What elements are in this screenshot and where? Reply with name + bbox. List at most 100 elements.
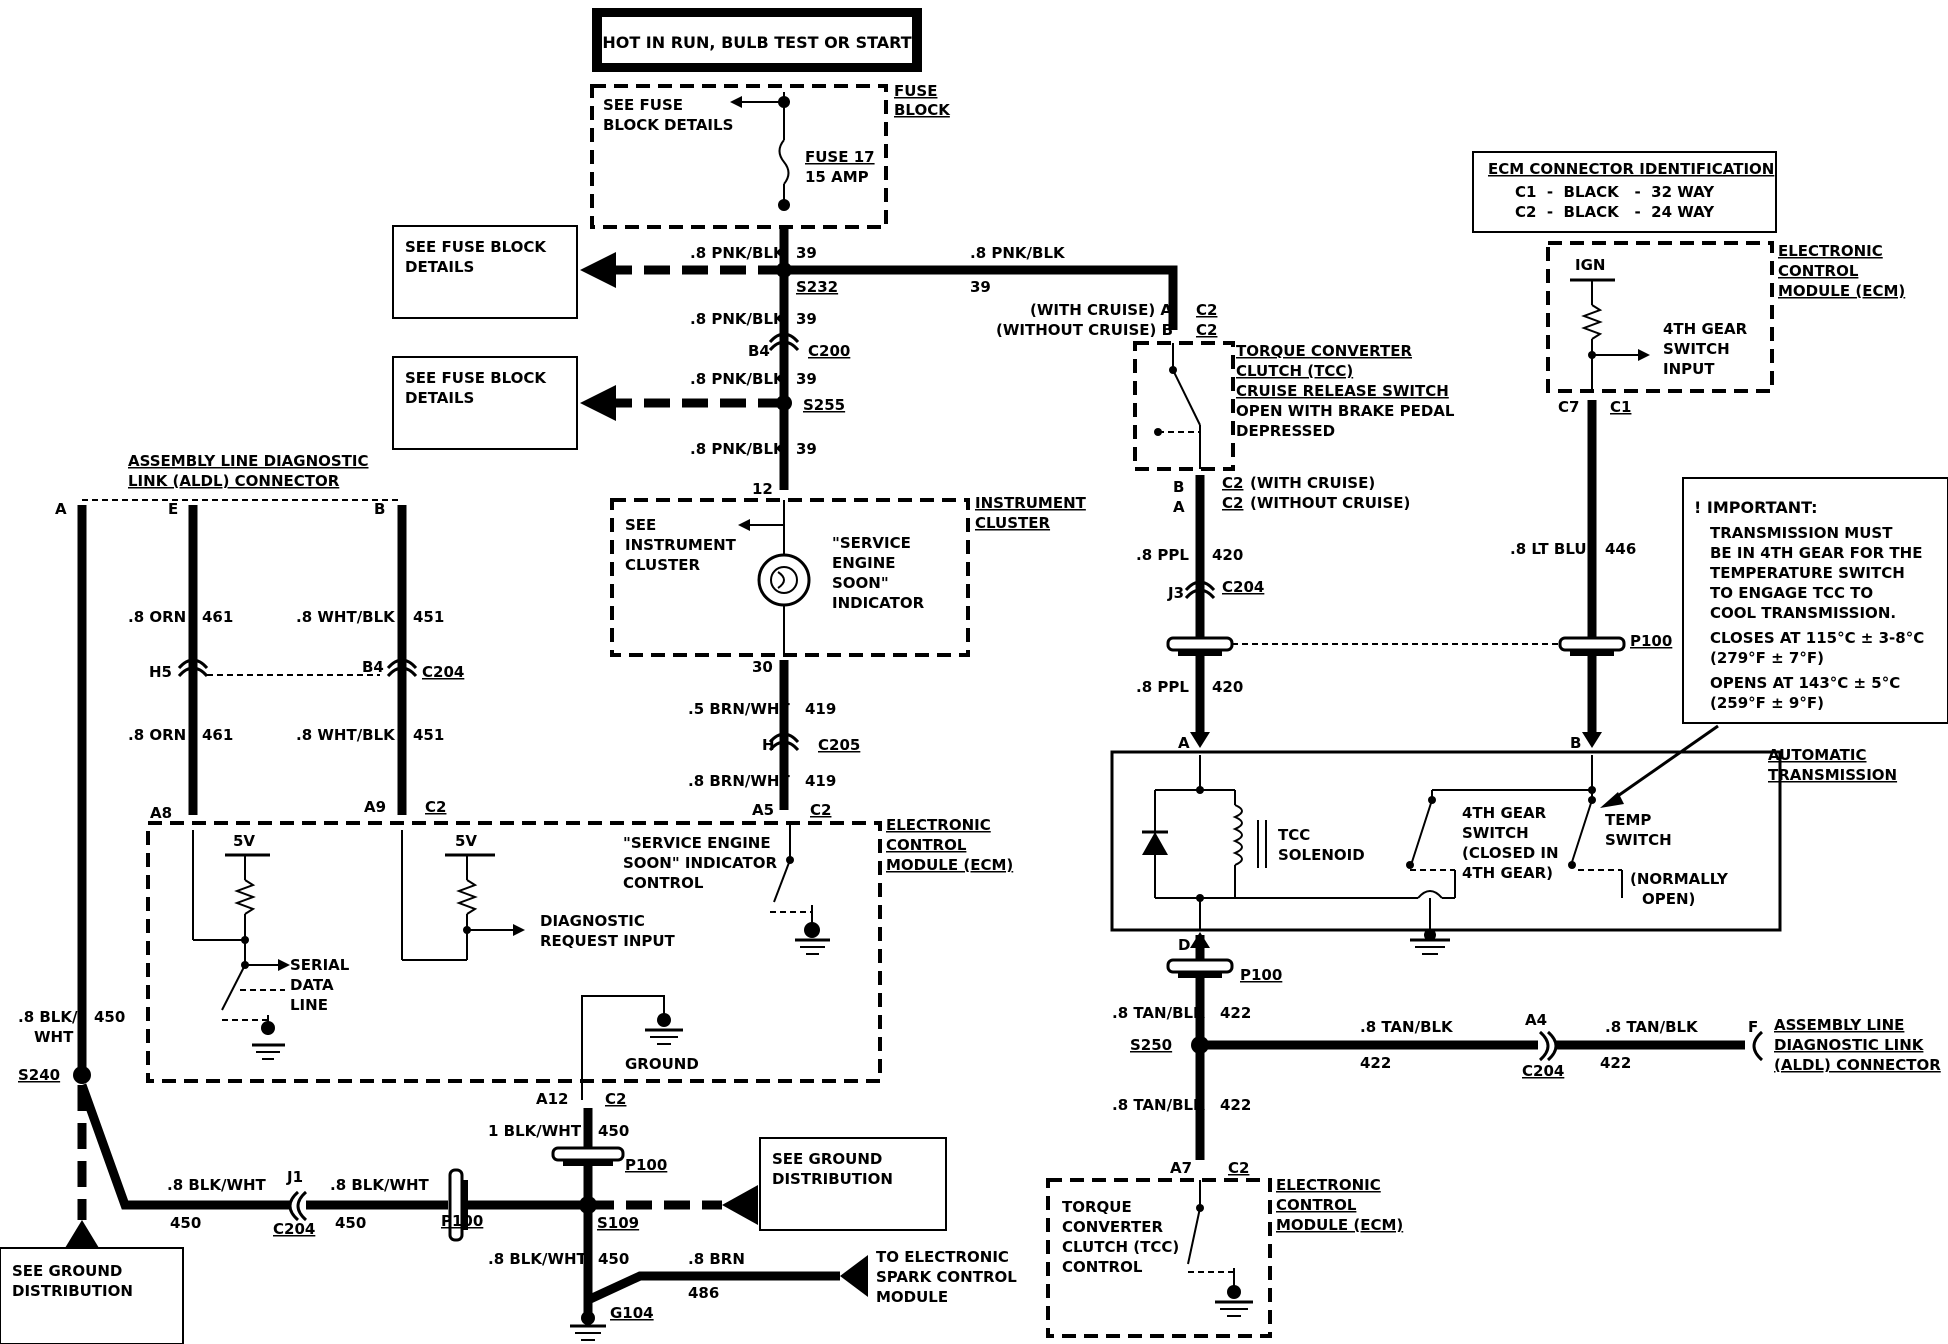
fuse-block-label: FUSE <box>894 82 937 100</box>
input-label: SWITCH <box>1663 340 1730 358</box>
ecm-label: CONTROL <box>1778 262 1859 280</box>
wire-number: 450 <box>335 1214 366 1232</box>
ecm-label: ELECTRONIC <box>1778 242 1883 260</box>
aldl-right-label: (ALDL) CONNECTOR <box>1774 1056 1941 1074</box>
connector-c1: C1 <box>1610 398 1631 416</box>
ecm-id-row: C2 - BLACK - 24 WAY <box>1515 203 1715 221</box>
wire-number: 486 <box>688 1284 719 1302</box>
aldl-right-label: DIAGNOSTIC LINK <box>1774 1036 1925 1054</box>
ign-label: IGN <box>1575 256 1605 274</box>
fuse-details-ref-1[interactable]: SEE FUSE BLOCK DETAILS <box>392 225 578 319</box>
see-fuse-text: SEE FUSE <box>603 96 683 114</box>
pin-label: B4 <box>362 658 384 676</box>
wire-label: .8 WHT/BLK <box>296 608 396 626</box>
tcc-control-label: CLUTCH (TCC) <box>1062 1238 1179 1256</box>
fuse-details-ref-2[interactable]: SEE FUSE BLOCK DETAILS <box>392 356 578 450</box>
tcc-control-label: CONVERTER <box>1062 1218 1164 1236</box>
pin-label: B <box>374 500 385 518</box>
tcc-switch-label: OPEN WITH BRAKE PEDAL <box>1236 402 1455 420</box>
splice-s255: S255 <box>803 396 845 414</box>
connector-c205: C205 <box>818 736 860 754</box>
serial-data-label: DATA <box>290 976 334 994</box>
indicator-label: "SERVICE <box>832 534 911 552</box>
ref-text: DETAILS <box>405 258 474 276</box>
wire-number: 420 <box>1212 546 1243 564</box>
pin-label: A4 <box>1525 1011 1547 1029</box>
wire-label: .8 BRN/WHT <box>688 772 790 790</box>
splice-s232: S232 <box>796 278 838 296</box>
important-line: (259°F ± 9°F) <box>1710 694 1824 712</box>
gear-switch-label: 4TH GEAR) <box>1462 864 1553 882</box>
important-line: TO ENGAGE TCC TO <box>1710 584 1873 602</box>
cluster-see: SEE <box>625 516 656 534</box>
diag-label: DIAGNOSTIC <box>540 912 645 930</box>
pin-label: J3 <box>1167 584 1184 602</box>
wire-number: 450 <box>598 1122 629 1140</box>
wire-label: .8 BLK/WHT <box>488 1250 588 1268</box>
fuse-amp-label: 15 AMP <box>805 168 869 186</box>
wire-label: .8 LT BLU <box>1510 540 1587 558</box>
connector-p100: P100 <box>625 1156 667 1174</box>
ses-control-label: SOON" INDICATOR <box>623 854 778 872</box>
ref-text: DETAILS <box>405 389 474 407</box>
input-label: 4TH GEAR <box>1663 320 1748 338</box>
connector-c2: C2 <box>1196 301 1217 319</box>
pin-label: A <box>55 500 67 518</box>
ref-text: SEE GROUND <box>12 1262 122 1280</box>
ref-text: SEE GROUND <box>772 1150 882 1168</box>
ecm-label: CONTROL <box>886 836 967 854</box>
wire-label: .8 BLK/ <box>18 1008 78 1026</box>
wire-label: .8 PPL <box>1136 678 1189 696</box>
ground-distribution-ref-1[interactable]: SEE GROUND DISTRIBUTION <box>0 1247 184 1344</box>
pin-label: F <box>1748 1018 1758 1036</box>
trans-label: AUTOMATIC <box>1768 746 1867 764</box>
wire-label: .8 WHT/BLK <box>296 726 396 744</box>
wire-number: 39 <box>796 370 817 388</box>
ground-label: GROUND <box>625 1055 699 1073</box>
fuse-block: FUSE BLOCK SEE FUSE BLOCK DETAILS FUSE 1… <box>590 82 951 229</box>
wire-number: 39 <box>970 278 991 296</box>
resistor-icon <box>456 879 478 915</box>
indicator-label: SOON" <box>832 574 889 592</box>
indicator-label: ENGINE <box>832 554 896 572</box>
power-header: HOT IN RUN, BULB TEST OR START <box>592 8 922 72</box>
wire-number: 450 <box>94 1008 125 1026</box>
connector-c2: C2 <box>1222 494 1243 512</box>
important-line: (279°F ± 7°F) <box>1710 649 1824 667</box>
ecm-connector-id: ECM CONNECTOR IDENTIFICATION C1 - BLACK … <box>1472 151 1777 233</box>
wire-number: 39 <box>796 310 817 328</box>
spark-label: TO ELECTRONIC <box>876 1248 1009 1266</box>
wire-label: .8 PNK/BLK <box>690 370 786 388</box>
input-label: INPUT <box>1663 360 1715 378</box>
connector-p100: P100 <box>1630 632 1672 650</box>
wire-number: 450 <box>170 1214 201 1232</box>
pin-label: H5 <box>149 663 172 681</box>
ref-text: SEE FUSE BLOCK <box>405 369 547 387</box>
tcc-solenoid-label: SOLENOID <box>1278 846 1365 864</box>
instrument-cluster: INSTRUMENT CLUSTER SEE INSTRUMENT CLUSTE… <box>610 494 1087 657</box>
tcc-switch-label: DEPRESSED <box>1236 422 1335 440</box>
diag-label: REQUEST INPUT <box>540 932 676 950</box>
tcc-cruise-switch <box>1133 341 1235 471</box>
important-note: ! IMPORTANT: TRANSMISSION MUST BE IN 4TH… <box>1682 477 1948 724</box>
wire-label: .8 PNK/BLK <box>970 244 1066 262</box>
ground-distribution-ref-2[interactable]: SEE GROUND DISTRIBUTION <box>759 1137 947 1231</box>
wire-label: .8 TAN/BLK <box>1360 1018 1454 1036</box>
fuse-icon <box>778 139 790 185</box>
gear-switch-label: SWITCH <box>1462 824 1529 842</box>
tcc-control-label: TORQUE <box>1062 1198 1132 1216</box>
pin-label: E <box>168 500 178 518</box>
pin-label: A9 <box>364 798 386 816</box>
diode-icon <box>1142 832 1168 855</box>
wire-number: 446 <box>1605 540 1636 558</box>
trans-label: TRANSMISSION <box>1768 766 1897 784</box>
ses-control-label: CONTROL <box>623 874 704 892</box>
pin-label: B4 <box>748 342 770 360</box>
connector-c204: C204 <box>273 1220 315 1238</box>
important-line: TRANSMISSION MUST <box>1710 524 1893 542</box>
ecm-label: CONTROL <box>1276 1196 1357 1214</box>
wire-number: 461 <box>202 608 233 626</box>
see-fuse-text-2: BLOCK DETAILS <box>603 116 733 134</box>
aldl-label: ASSEMBLY LINE DIAGNOSTIC <box>128 452 369 470</box>
pin-label: C7 <box>1558 398 1579 416</box>
